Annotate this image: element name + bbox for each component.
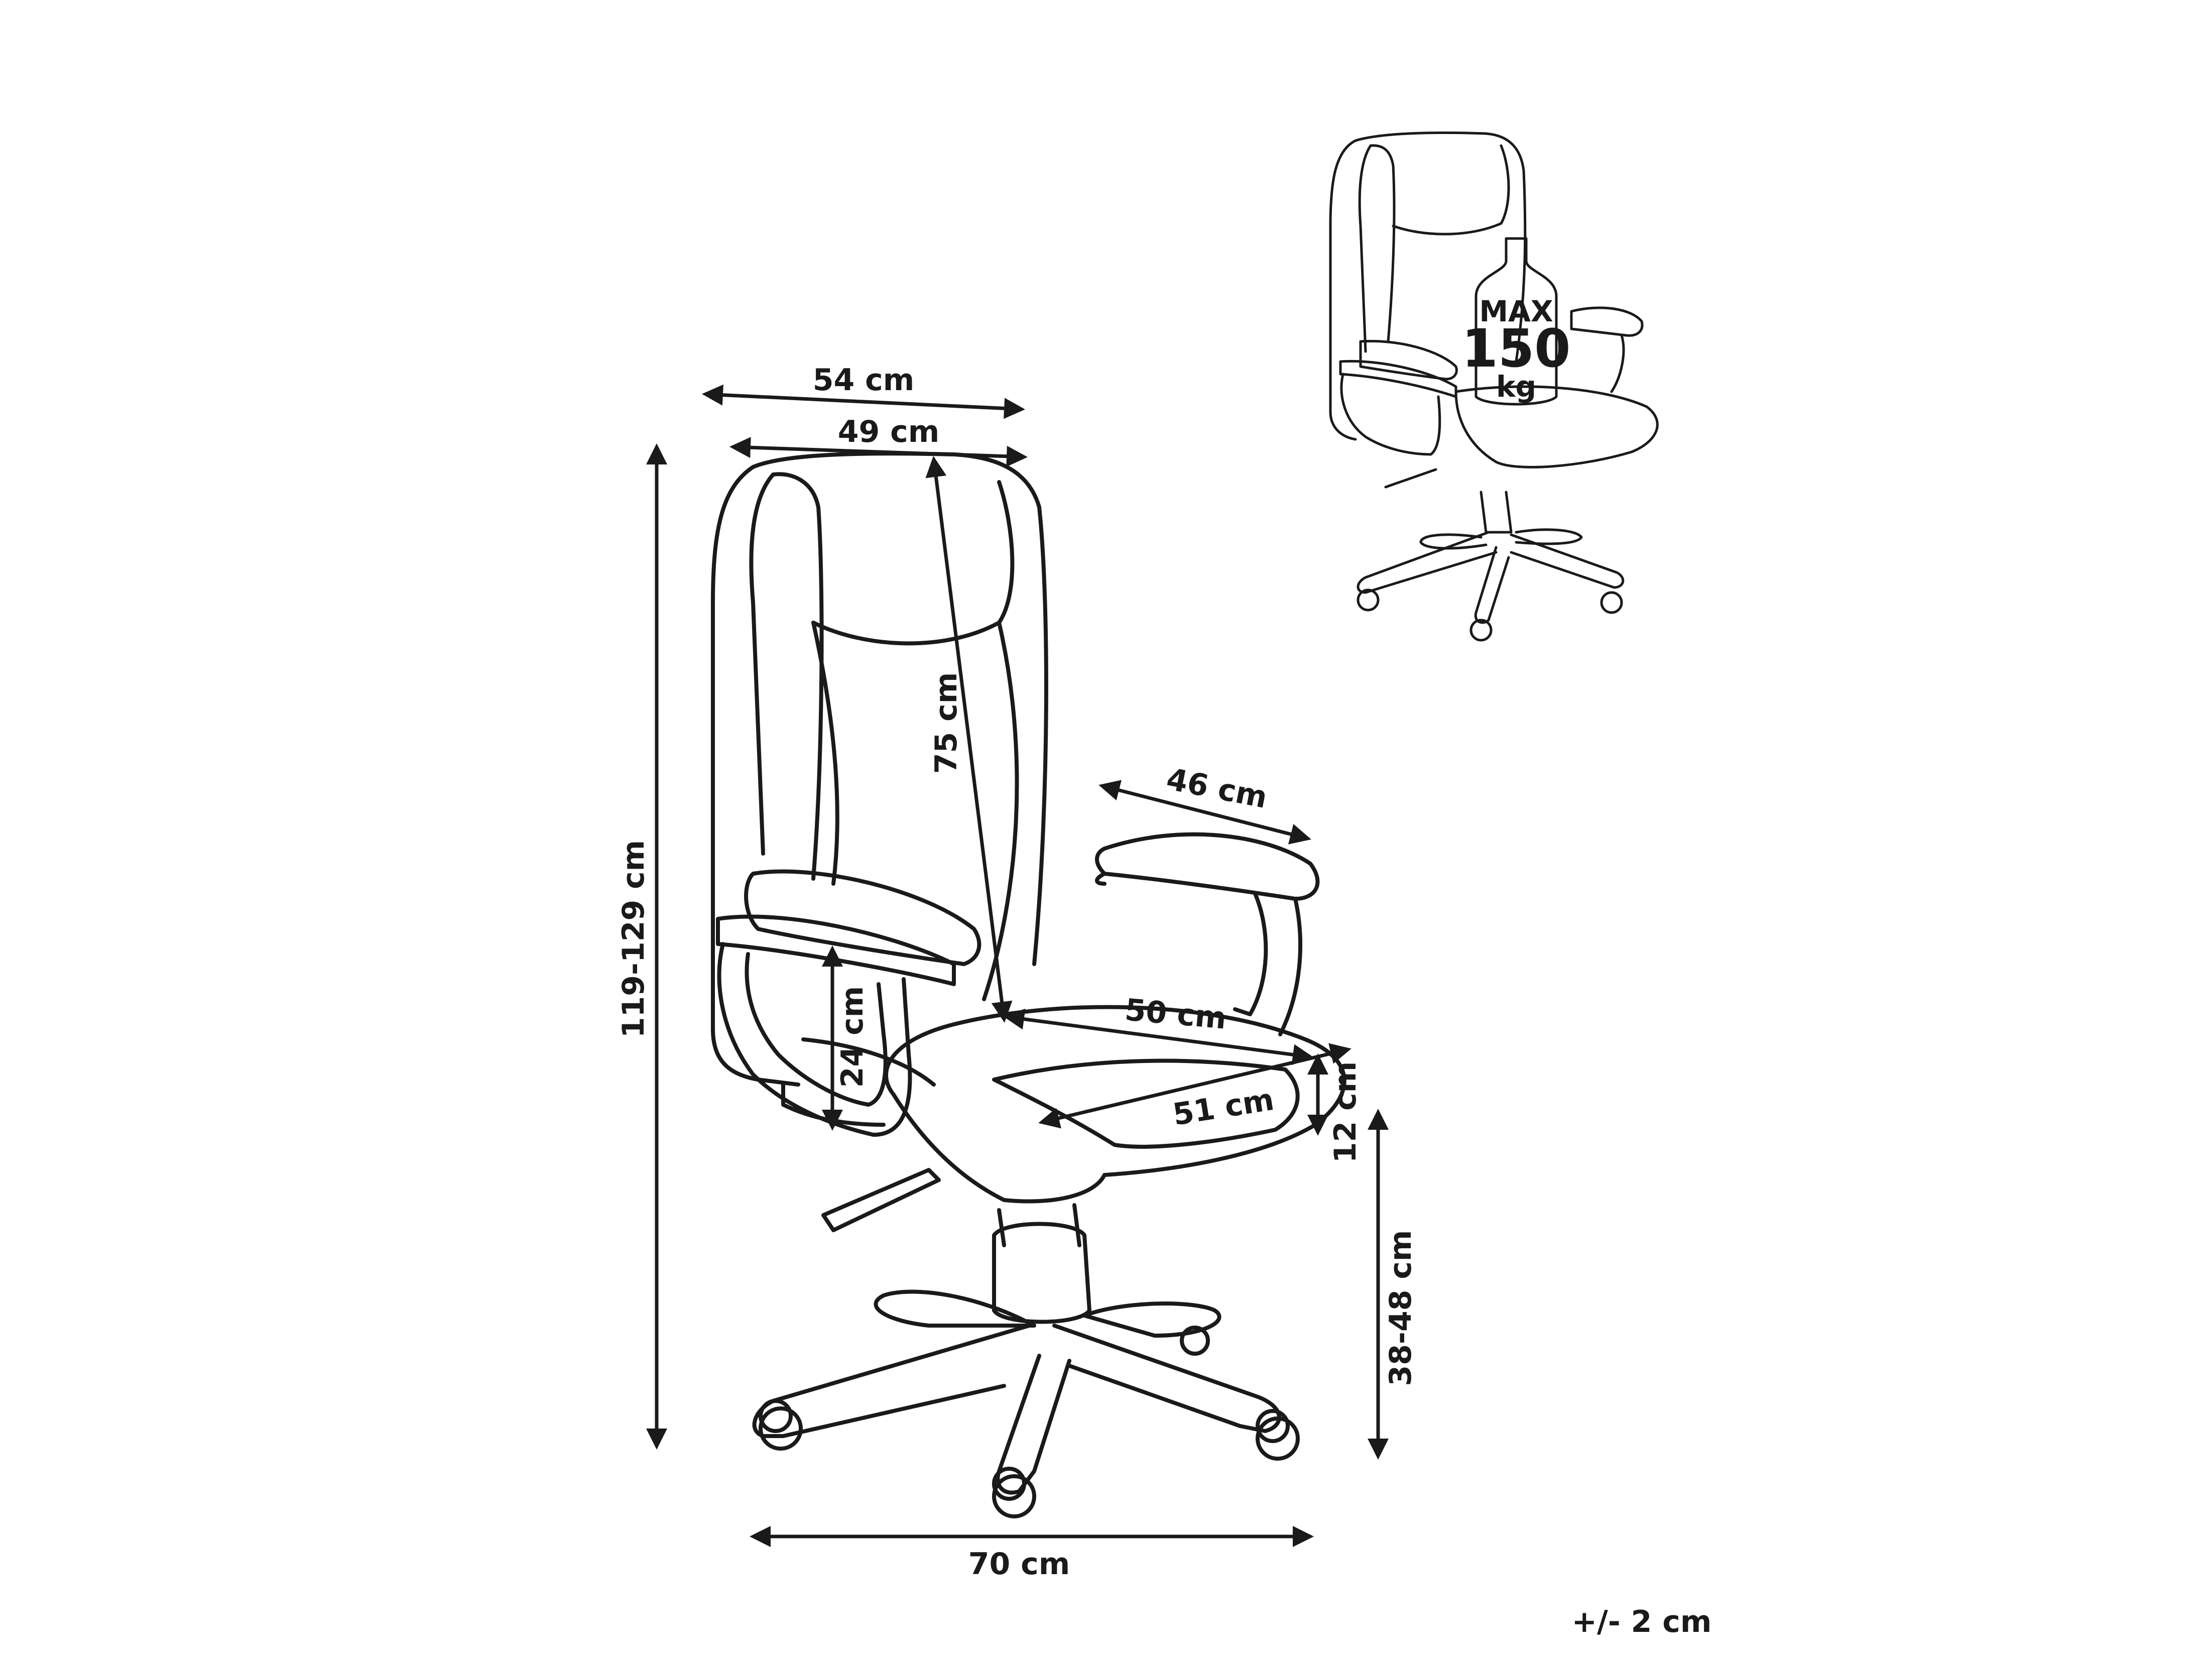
seat-width-arrow (1038, 1043, 1351, 1129)
max-load-line3: kg (1496, 370, 1536, 404)
reference-chair-drawing (1329, 131, 1659, 642)
max-load-line1: MAX (1479, 294, 1553, 328)
label-width-top: 54 cm (813, 363, 914, 398)
weight-bottle-icon (1474, 237, 1558, 406)
dimension-arrows (646, 384, 1389, 1547)
armrest-length-arrow (1098, 780, 1311, 845)
main-chair-drawing (711, 451, 1346, 1518)
width-back-arrow (729, 437, 1028, 467)
label-seat-thickness: 12 cm (1328, 1061, 1363, 1163)
label-overall-height: 119-129 cm (616, 840, 651, 1038)
label-seat-height: 38-48 cm (1383, 1230, 1418, 1386)
max-load-line2: 150 (1461, 318, 1570, 379)
width-top-arrow (702, 384, 1025, 419)
label-seat-depth: 50 cm (1124, 992, 1228, 1036)
backrest-height-arrow (925, 456, 1013, 1023)
label-armrest-height: 24 cm (835, 986, 870, 1088)
label-tolerance: +/- 2 cm (1572, 1604, 1712, 1639)
label-base-width: 70 cm (968, 1547, 1070, 1582)
label-width-back: 49 cm (838, 414, 939, 449)
label-backrest-height: 75 cm (929, 672, 964, 774)
